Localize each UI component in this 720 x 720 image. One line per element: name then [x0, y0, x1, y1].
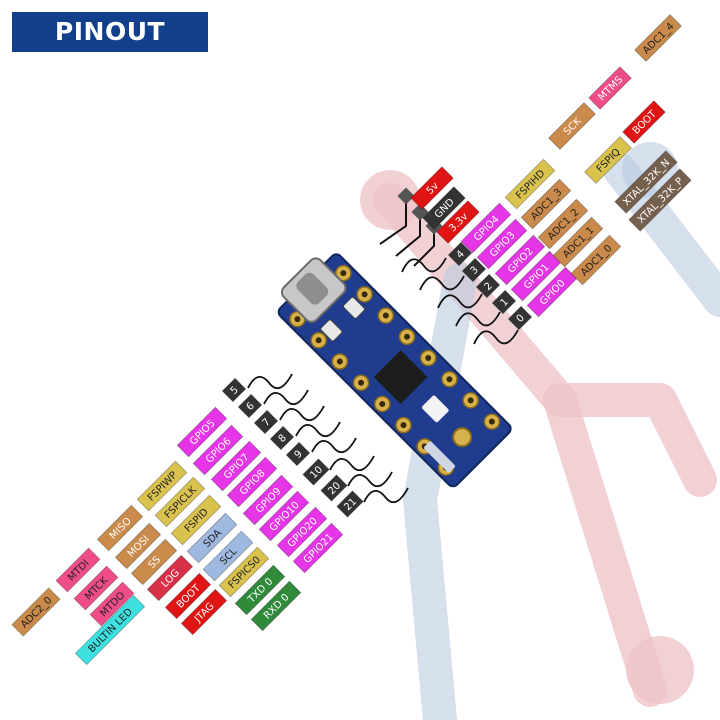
function-label: MTMS: [588, 66, 632, 110]
watermark-node: [360, 170, 420, 230]
pin-number: 5: [221, 377, 247, 403]
function-label: ADC1_4: [633, 13, 683, 63]
pin-number: 1: [491, 289, 517, 315]
pin-number: 0: [507, 305, 533, 331]
antenna-connector: [452, 427, 473, 448]
pin-number: 4: [447, 241, 473, 267]
pin-number: 3: [461, 257, 487, 283]
boot-button: [343, 296, 365, 319]
antenna: [424, 441, 455, 473]
crystal: [421, 395, 449, 423]
function-label: BOOT: [622, 100, 666, 144]
leader-line: [401, 257, 447, 273]
watermark-stroke: [543, 383, 667, 707]
watermark-stroke: [403, 263, 477, 720]
pin-number: 20: [320, 474, 348, 502]
leader-line: [347, 471, 393, 488]
leader-line: [437, 293, 483, 309]
pin-number: 6: [237, 393, 263, 419]
function-label: ADC2_0: [11, 587, 61, 637]
function-label: SS: [130, 538, 178, 586]
leader-line: [263, 389, 309, 406]
leader-line: [295, 421, 341, 438]
leader-line: [329, 455, 375, 472]
esp32-c3-board: [277, 253, 512, 488]
pin-number: 7: [253, 409, 279, 435]
pin-leader-lines: [247, 187, 519, 504]
function-label: SDA: [186, 512, 238, 564]
leader-line: [455, 311, 501, 327]
leader-line: [473, 329, 519, 345]
gpio-label: GPIO3: [476, 218, 528, 270]
esp32-c3-chip: [373, 350, 428, 404]
pin-number: 10: [302, 458, 330, 486]
pin-number: 2: [475, 273, 501, 299]
watermark-node: [626, 636, 694, 704]
leader-line: [279, 405, 325, 422]
function-label: JTAG: [180, 588, 228, 636]
pin-number: 8: [269, 425, 295, 451]
pin-number: 9: [285, 441, 311, 467]
leader-line: [419, 275, 465, 291]
page-title: PINOUT: [12, 12, 208, 52]
leader-line: [247, 373, 293, 390]
function-label: SCK: [547, 101, 597, 151]
pin-number: 21: [336, 490, 364, 518]
reset-button: [320, 319, 343, 342]
power-label: 5v: [410, 166, 454, 210]
leader-line: [363, 487, 409, 504]
watermark-stroke: [373, 183, 717, 497]
leader-line: [311, 437, 357, 454]
